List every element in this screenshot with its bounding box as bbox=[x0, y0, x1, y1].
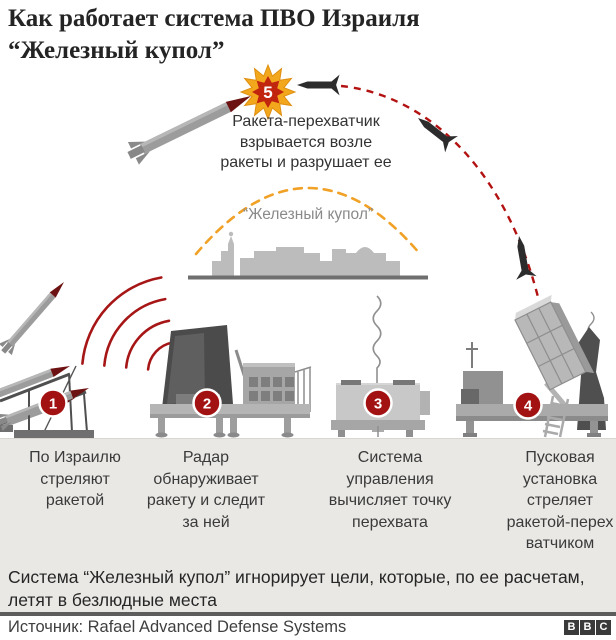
step-1-badge: 1 bbox=[38, 388, 68, 418]
dome-label: “Железный купол” bbox=[242, 206, 374, 223]
interceptor-missile-icon bbox=[297, 74, 340, 96]
launcher-container bbox=[514, 294, 595, 391]
dome-arc-icon bbox=[194, 186, 422, 256]
diagram-canvas: 5 bbox=[0, 63, 608, 438]
bbc-logo-letter: B bbox=[564, 620, 579, 635]
bbc-logo-letter: C bbox=[596, 620, 611, 635]
bbc-logo: B B C bbox=[564, 620, 611, 635]
step-5-number: 5 bbox=[263, 83, 272, 102]
footer: Источник: Rafael Advanced Defense System… bbox=[0, 616, 616, 640]
city-skyline-icon bbox=[188, 231, 428, 280]
radar-unit-icon bbox=[150, 325, 312, 438]
step-2-caption: Радар обнаруживает ракету и следит за не… bbox=[146, 449, 266, 531]
footer-divider bbox=[0, 612, 616, 616]
svg-text:1: 1 bbox=[49, 396, 57, 413]
footnote: Система “Железный купол” игнорирует цели… bbox=[8, 567, 585, 610]
svg-text:3: 3 bbox=[374, 396, 382, 413]
ladder-icon bbox=[542, 395, 570, 438]
bbc-logo-letter: B bbox=[580, 620, 595, 635]
step-3-caption: Система управления вычисляет точку перех… bbox=[328, 449, 452, 531]
step-4-badge: 4 bbox=[513, 390, 543, 420]
interceptor-missile-icon bbox=[508, 234, 537, 280]
step-2-badge: 2 bbox=[192, 388, 222, 418]
antenna-icon bbox=[372, 295, 382, 386]
page-title: Как работает система ПВО Израиля “Железн… bbox=[8, 5, 420, 64]
svg-text:4: 4 bbox=[524, 398, 533, 415]
radar-waves-icon bbox=[81, 276, 175, 371]
launcher-unit-icon bbox=[456, 294, 608, 438]
caption-band: По Израилю стреляют ракетой Радар обнару… bbox=[0, 438, 616, 612]
source-credit: Источник: Rafael Advanced Defense System… bbox=[8, 618, 347, 636]
step-1-caption: По Израилю стреляют ракетой bbox=[29, 449, 121, 509]
ground-line bbox=[188, 275, 428, 280]
explosion-star-icon: 5 bbox=[239, 63, 297, 121]
step-3-badge: 3 bbox=[363, 388, 393, 418]
step-5-caption: Ракета-перехватчик взрывается возле раке… bbox=[220, 113, 392, 171]
svg-text:2: 2 bbox=[203, 396, 211, 413]
step-4-caption: Пусковая установка стреляет ракетой-пере… bbox=[506, 449, 614, 552]
launched-rocket-icon bbox=[0, 276, 71, 358]
